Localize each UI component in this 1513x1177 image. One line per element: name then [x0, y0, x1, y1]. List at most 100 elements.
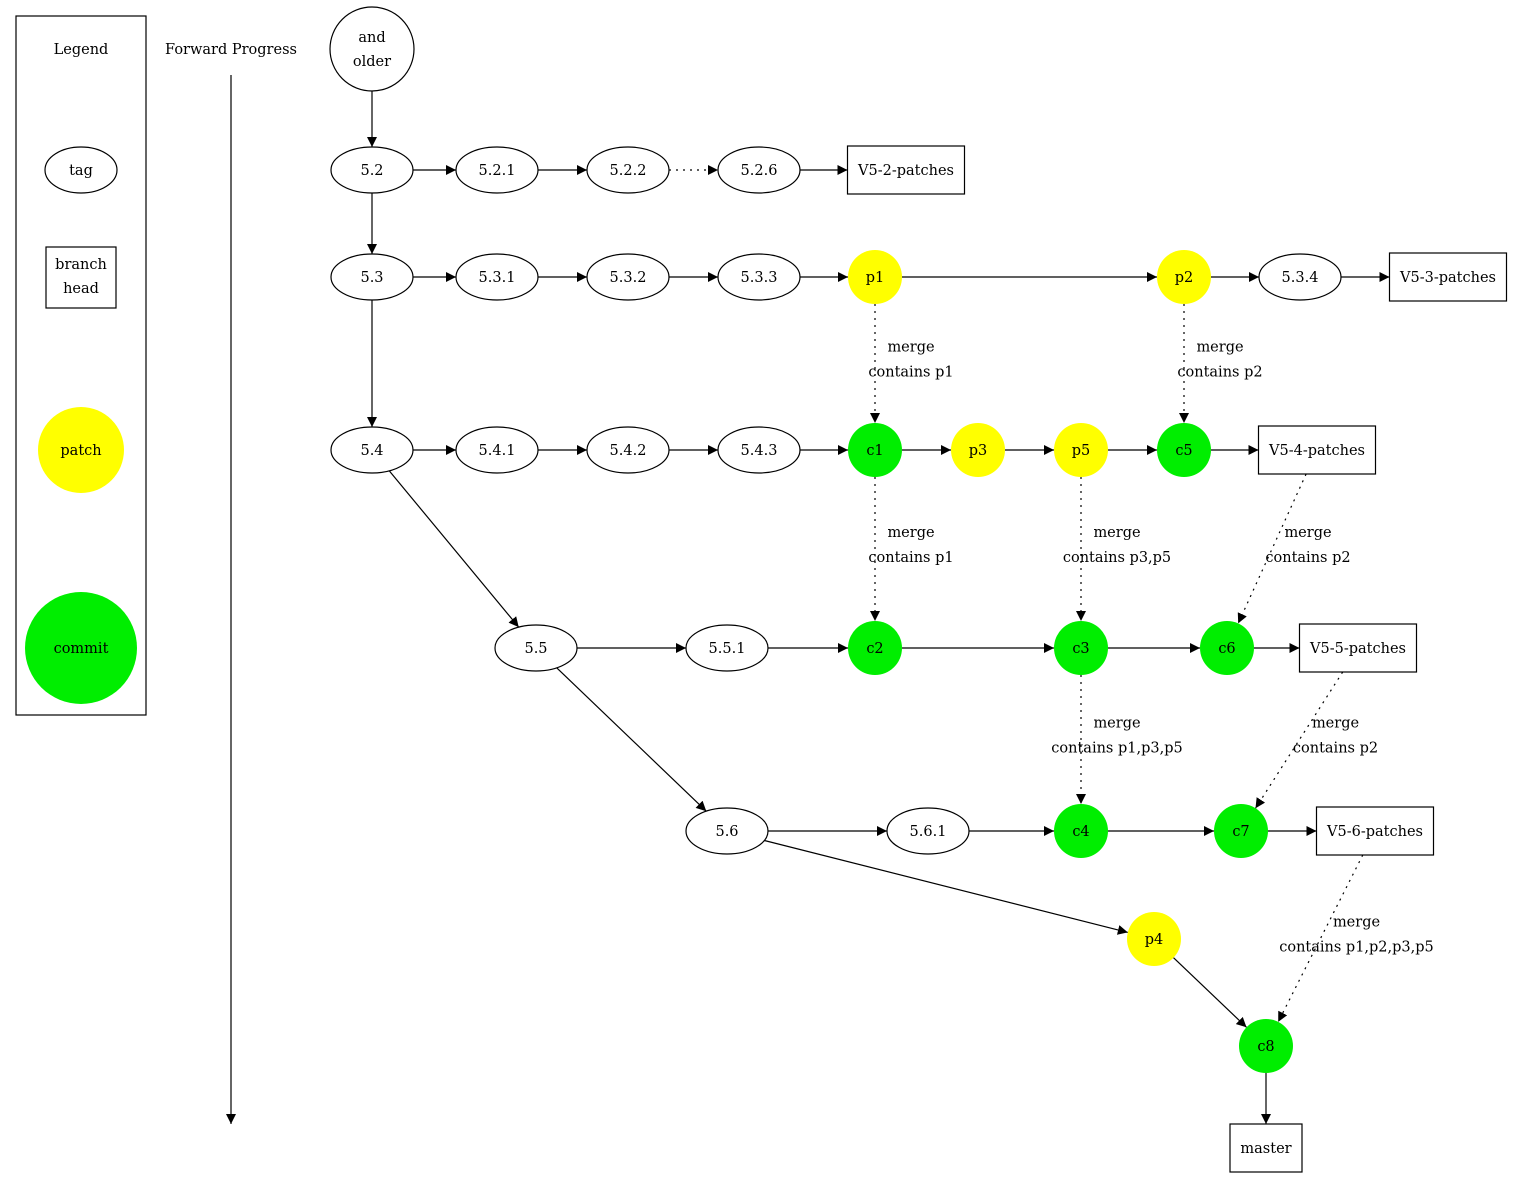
commit-node-shape-c5 [1157, 423, 1211, 477]
tag-node-label-t551: 5.5.1 [709, 641, 746, 657]
patch-node-shape-p1 [848, 250, 902, 304]
tag-node-shape-t52 [330, 146, 414, 194]
tag-node-shape-t54 [330, 426, 414, 474]
tag-node-shape-t541 [455, 426, 539, 474]
patch-node-shape-p4 [1127, 912, 1181, 966]
tag-node-shape-t561 [886, 807, 970, 855]
legend-patch-label: patch [60, 443, 101, 459]
commit-node-label-c3: c3 [1072, 641, 1089, 657]
tag-node-shape-t532 [586, 253, 670, 301]
branch-node-shape-b55 [1298, 623, 1418, 673]
tag-node-shape-t521 [455, 146, 539, 194]
branch-node-label-b53: V5-3-patches [1399, 270, 1496, 286]
tag-node-shape-t522 [586, 146, 670, 194]
legend: Legend tag branch head patch commit [15, 15, 147, 716]
node-c7: c7 [1214, 804, 1268, 858]
tag-node-shape-t53 [330, 253, 414, 301]
commit-node-label-c4: c4 [1072, 824, 1089, 840]
tag-node-label-t534: 5.3.4 [1282, 270, 1319, 286]
legend-title: Legend [54, 42, 109, 58]
legend-branch-label-line1: branch [55, 257, 107, 273]
tag-node-label-t532: 5.3.2 [610, 270, 647, 286]
legend-branch-shape [45, 246, 117, 309]
tag-node-label-t56: 5.6 [715, 824, 738, 840]
node-t543: 5.4.3 [717, 426, 801, 474]
legend-tag-shape [44, 146, 118, 194]
node-p5: p5 [1054, 423, 1108, 477]
tag-node-shape-t534 [1258, 253, 1342, 301]
legend-patch-shape [38, 407, 124, 493]
merge-label-p5-to-c3-line1: merge [1093, 525, 1140, 541]
legend-item-commit: commit [25, 592, 137, 704]
merge-label-c3-to-c4-line1: merge [1093, 716, 1140, 732]
forward-progress: Forward Progress [165, 42, 297, 1124]
branch-node-shape-master [1229, 1123, 1303, 1173]
merge-label-p1-to-c1-line2: contains p1 [868, 365, 953, 381]
patch-node-label-p4: p4 [1145, 932, 1164, 948]
edge-t55-to-t56 [556, 667, 707, 812]
tag-node-label-older-line1: and [358, 30, 385, 46]
forward-progress-label: Forward Progress [165, 42, 297, 58]
merge-label-b55-to-c7-line1: merge [1312, 716, 1359, 732]
tag-node-shape-t526 [717, 146, 801, 194]
legend-tag-label: tag [69, 163, 93, 179]
patch-node-label-p2: p2 [1175, 270, 1194, 286]
tag-node-label-t561: 5.6.1 [910, 824, 947, 840]
tag-node-label-t521: 5.2.1 [479, 163, 516, 179]
node-t53: 5.3 [330, 253, 414, 301]
node-c3: c3 [1054, 621, 1108, 675]
tag-node-shape-t542 [586, 426, 670, 474]
tag-node-shape-t55 [494, 624, 578, 672]
merge-edge-b55-to-c7 [1254, 671, 1344, 809]
patch-node-shape-p3 [951, 423, 1005, 477]
node-b54: V5-4-patches [1257, 425, 1377, 475]
branch-node-shape-b52 [846, 145, 966, 195]
merge-label-p1-to-c1-line1: merge [887, 340, 934, 356]
node-b52: V5-2-patches [846, 145, 966, 195]
tag-node-shape-older [329, 6, 415, 92]
merge-label-c1-to-c2-line1: merge [887, 525, 934, 541]
branch-node-label-b52: V5-2-patches [857, 163, 954, 179]
node-p4: p4 [1127, 912, 1181, 966]
patch-node-shape-p5 [1054, 423, 1108, 477]
node-t542: 5.4.2 [586, 426, 670, 474]
tag-node-label-t53: 5.3 [360, 270, 383, 286]
merge-label-b56-to-c8-line2: contains p1,p2,p3,p5 [1279, 940, 1434, 956]
tag-node-shape-t531 [455, 253, 539, 301]
merge-label-b56-to-c8-line1: merge [1333, 915, 1380, 931]
branch-node-label-b56: V5-6-patches [1326, 824, 1423, 840]
commit-node-label-c6: c6 [1218, 641, 1235, 657]
branch-node-label-b55: V5-5-patches [1309, 641, 1406, 657]
tag-node-label-t526: 5.2.6 [741, 163, 778, 179]
merge-label-p5-to-c3-line2: contains p3,p5 [1063, 550, 1171, 566]
tag-node-label-t543: 5.4.3 [741, 443, 778, 459]
commit-node-shape-c8 [1239, 1019, 1293, 1073]
node-t55: 5.5 [494, 624, 578, 672]
tag-node-shape-t56 [685, 807, 769, 855]
tag-node-label-t542: 5.4.2 [610, 443, 647, 459]
edge-labels-layer: merge contains p1 merge contains p2 merge con… [868, 340, 1433, 956]
node-t534: 5.3.4 [1258, 253, 1342, 301]
legend-commit-shape [25, 592, 137, 704]
node-b53: V5-3-patches [1388, 252, 1508, 302]
tag-node-shape-t533 [717, 253, 801, 301]
commit-node-label-c1: c1 [866, 443, 883, 459]
node-p1: p1 [848, 250, 902, 304]
patch-node-label-p1: p1 [866, 270, 885, 286]
merge-label-b54-to-c6-line2: contains p2 [1265, 550, 1350, 566]
edge-t56-to-p4 [764, 839, 1128, 935]
commit-node-label-c7: c7 [1232, 824, 1249, 840]
merge-label-b55-to-c7-line2: contains p2 [1293, 741, 1378, 757]
node-t52: 5.2 [330, 146, 414, 194]
commit-node-label-c5: c5 [1175, 443, 1192, 459]
commit-node-shape-c4 [1054, 804, 1108, 858]
node-c4: c4 [1054, 804, 1108, 858]
tag-node-label-t533: 5.3.3 [741, 270, 778, 286]
commit-node-shape-c1 [848, 423, 902, 477]
commit-node-shape-c3 [1054, 621, 1108, 675]
merge-label-b54-to-c6-line1: merge [1284, 525, 1331, 541]
patch-node-shape-p2 [1157, 250, 1211, 304]
tag-node-label-t541: 5.4.1 [479, 443, 516, 459]
node-t551: 5.5.1 [685, 624, 769, 672]
